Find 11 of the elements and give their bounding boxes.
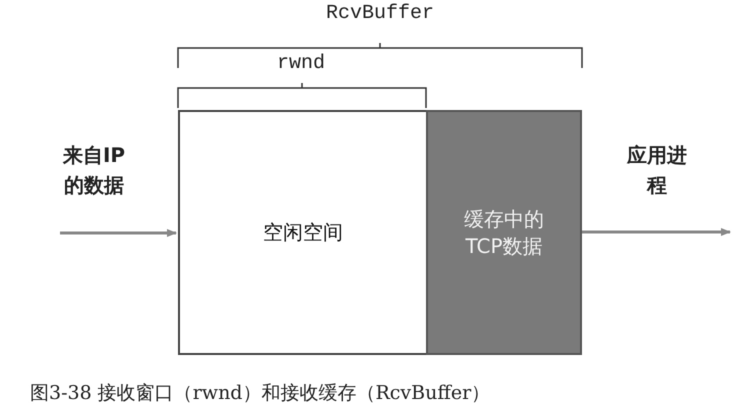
dimension-label: RcvBuffer [326, 2, 434, 25]
edge-label: 来自IP的数据 [62, 142, 126, 199]
node-text: 缓存中的TCP数据 [463, 206, 545, 260]
node-text: 空闲空间 [263, 219, 343, 246]
dimension-label: rwnd [277, 52, 325, 75]
buffer-segment [178, 110, 426, 355]
arrow [60, 229, 177, 237]
caption: 图3-38 接收窗口（rwnd）和接收缓存（RcvBuffer） [30, 381, 490, 406]
buffer-segment [426, 110, 582, 355]
edge-label: 应用进程 [626, 142, 688, 199]
arrow [582, 228, 731, 236]
